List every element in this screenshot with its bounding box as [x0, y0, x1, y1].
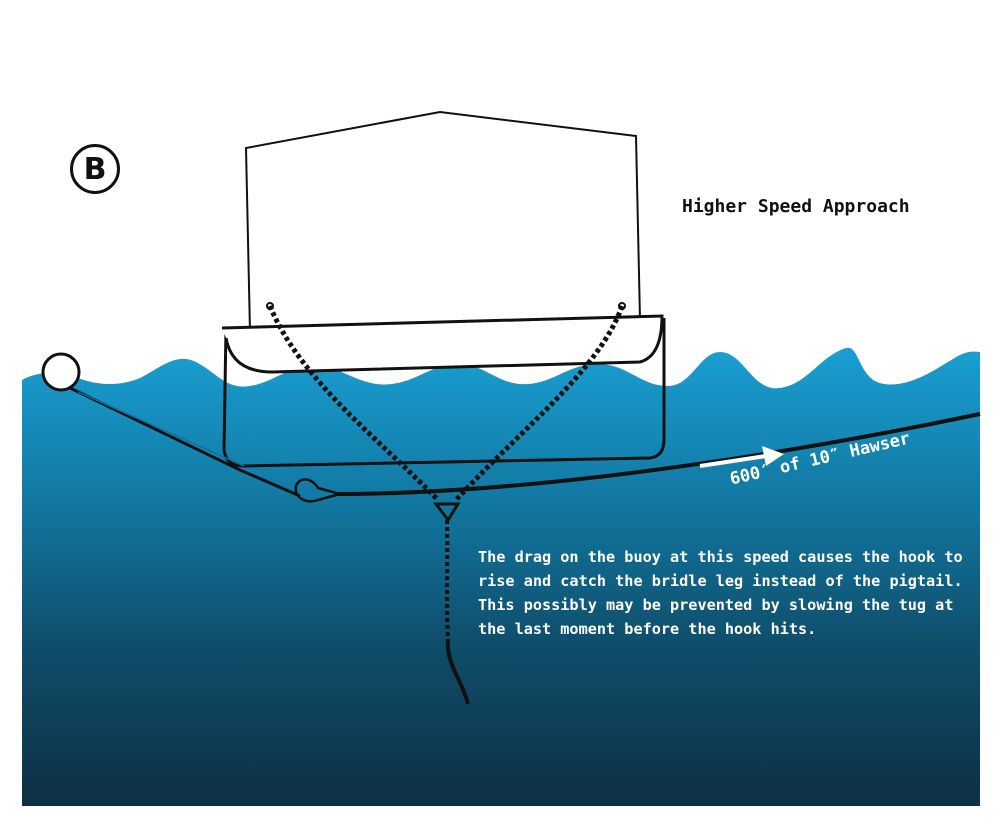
direction-arrow	[699, 454, 767, 468]
buoy-line-inner	[77, 391, 245, 467]
bridle-shackle-right	[618, 302, 626, 310]
figure-badge: B	[70, 144, 120, 194]
pigtail-chain	[445, 519, 450, 641]
barge-deck	[221, 314, 664, 374]
bridle-shackle-left	[266, 302, 274, 310]
direction-arrowhead	[762, 446, 784, 466]
figure-badge-letter: B	[83, 151, 107, 187]
barge-hull	[222, 318, 666, 468]
figure-title: Higher Speed Approach	[682, 196, 910, 217]
bridle-leg-left	[267, 305, 440, 502]
pigtail-tail	[445, 639, 470, 705]
buoy	[41, 352, 81, 392]
hook	[294, 478, 345, 503]
bridle-leg-right	[454, 305, 625, 502]
flounder-plate	[433, 502, 461, 523]
buoy-line	[69, 386, 301, 498]
water-body	[22, 347, 980, 806]
caption-text: The drag on the buoy at this speed cause…	[478, 548, 963, 638]
barge-superstructure	[244, 110, 642, 334]
hawser	[335, 412, 981, 496]
